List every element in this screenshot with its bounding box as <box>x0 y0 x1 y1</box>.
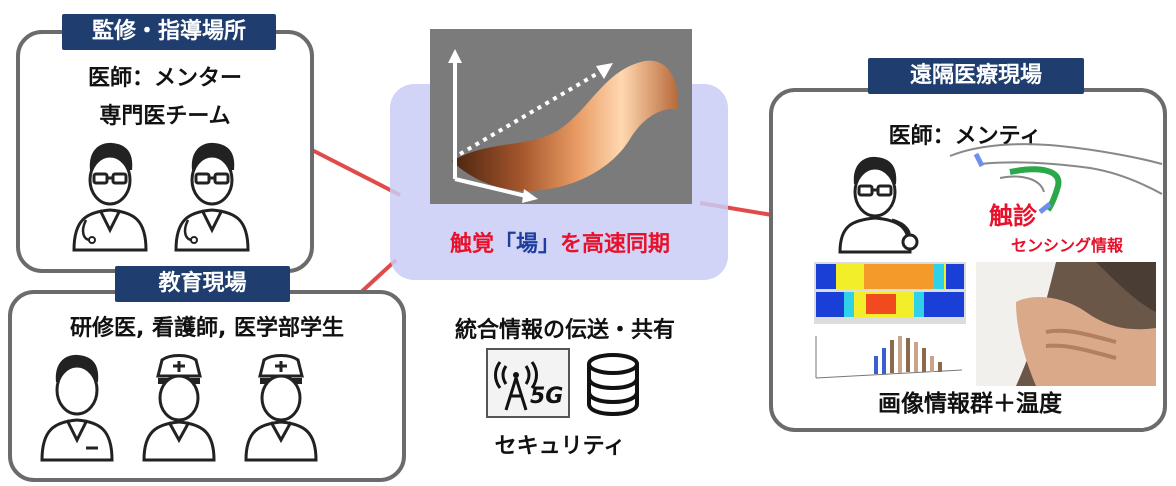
nurse-icon <box>142 354 216 462</box>
remote-tag: 遠隔医療現場 <box>868 58 1084 94</box>
sensor-bar-plot <box>815 336 963 379</box>
caption-prefix: 触覚 <box>449 232 494 257</box>
resident-icon <box>40 354 114 462</box>
sharing-title: 統合情報の伝送・共有 <box>454 318 675 343</box>
database-icon <box>587 353 639 417</box>
nurse-icon <box>244 354 318 462</box>
sensor-heatmap <box>814 262 966 324</box>
stethoscope-icon <box>838 156 919 254</box>
5g-antenna-icon: 5G <box>486 348 570 418</box>
palpation-label: 触診 <box>989 202 1037 230</box>
sync-caption: 触覚「場」を高速同期 <box>405 226 715 258</box>
haptic-surface-plot <box>430 29 692 204</box>
trainees-label: 研修医, 看護師, 医学部学生 <box>69 316 345 341</box>
doctor-icon <box>72 142 148 252</box>
palpation-photo <box>976 262 1156 386</box>
education-tag: 教育現場 <box>115 266 290 302</box>
connector-education <box>356 258 398 297</box>
security-label: セキュリティ <box>494 434 626 459</box>
specialist-team-label: 専門医チーム <box>99 104 231 129</box>
path-arrow <box>458 67 607 156</box>
surface-shape <box>452 60 679 192</box>
image-info-caption: 画像情報群＋温度 <box>878 391 1062 417</box>
hand-sensor-icon <box>949 143 1163 214</box>
supervision-tag: 監修・指導場所 <box>62 14 276 50</box>
mentor-label: 医師：メンター <box>87 66 242 91</box>
doctor-icon <box>174 142 250 252</box>
caption-suffix: を高速同期 <box>560 232 671 257</box>
sensing-label: センシング情報 <box>1010 236 1123 255</box>
caption-quote: 「場」 <box>493 232 560 257</box>
x-axis <box>454 177 531 199</box>
5g-label: 5G <box>530 384 564 409</box>
connector-supervision <box>311 148 401 197</box>
